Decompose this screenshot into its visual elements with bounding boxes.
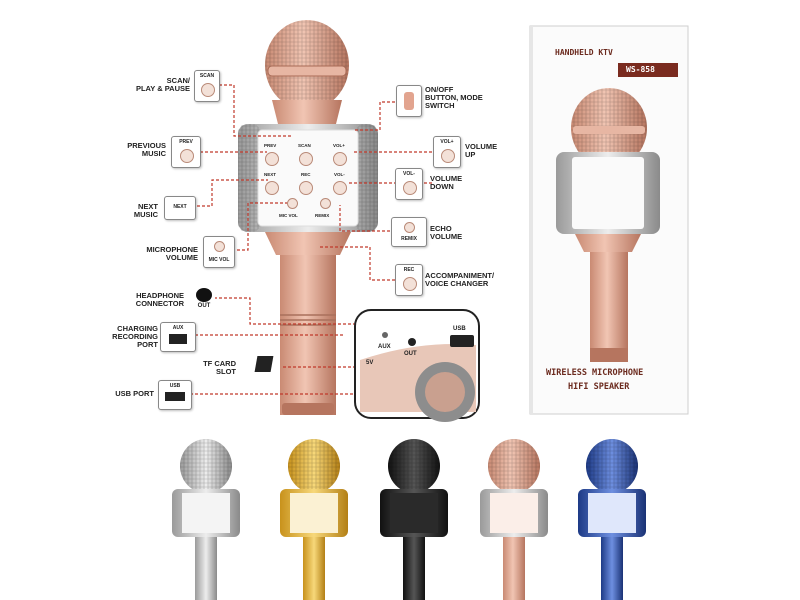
product-box — [529, 25, 689, 415]
voldown-button-icon — [403, 181, 417, 195]
callout-headphone: HEADPHONE CONNECTOR — [135, 291, 184, 308]
panel-remix-knob — [320, 198, 331, 209]
panel-label-volup: VOL+ — [333, 143, 345, 148]
callout-lines — [190, 84, 432, 395]
remix-knob-icon — [404, 222, 415, 233]
headphone-jack-icon — [196, 288, 212, 302]
panel-scan-button — [299, 152, 313, 166]
thumb-rec: REC — [395, 264, 423, 296]
main-microphone — [238, 20, 378, 415]
panel-label-scan: SCAN — [298, 143, 311, 148]
panel-voldown-button — [333, 181, 347, 195]
color-variants — [172, 439, 646, 600]
callout-tfcard: TF CARD SLOT — [203, 359, 236, 376]
callout-scan: SCAN/ PLAY & PAUSE — [135, 76, 190, 93]
rec-button-icon — [403, 277, 417, 291]
thumb-voldown: VOL- — [395, 168, 423, 200]
variant-blue — [578, 439, 646, 600]
variant-black — [380, 439, 448, 600]
inset-label-aux: AUX — [378, 344, 391, 350]
inset-label-out: OUT — [404, 351, 417, 357]
volup-button-icon — [441, 149, 455, 163]
thumb-scan: SCAN — [194, 70, 220, 102]
panel-micvol-knob — [287, 198, 298, 209]
box-line2: HIFI SPEAKER — [568, 382, 630, 392]
thumb-usb: USB — [158, 380, 192, 410]
callout-charging: CHARGING RECORDING PORT — [112, 324, 158, 349]
callout-next: NEXT MUSIC — [133, 202, 158, 219]
box-line1: WIRELESS MICROPHONE — [546, 368, 644, 378]
box-brand: HANDHELD KTV — [555, 48, 613, 57]
callout-echo: ECHO VOLUME — [430, 224, 463, 241]
prev-button-icon — [180, 149, 194, 163]
panel-label-prev: PREV — [264, 143, 277, 148]
thumb-prev: PREV — [171, 136, 201, 168]
thumb-tfcard — [250, 352, 280, 378]
variant-rose-gold — [480, 439, 548, 600]
scan-button-icon — [201, 83, 215, 97]
panel-label-rec: REC — [301, 172, 311, 177]
thumb-next: NEXT — [164, 196, 196, 220]
thumb-volup: VOL+ — [433, 136, 461, 168]
callout-usbport: USB PORT — [115, 389, 154, 398]
power-switch-icon — [404, 92, 414, 110]
panel-label-remix: REMIX — [315, 213, 330, 218]
thumb-charging: AUX — [160, 322, 196, 352]
inset-label-usb: USB — [453, 326, 466, 332]
inset-label-5v: 5V — [366, 360, 374, 366]
panel-next-button — [265, 181, 279, 195]
callout-volup: VOLUME UP — [465, 142, 498, 159]
port-inset — [354, 309, 480, 422]
panel-volup-button — [333, 152, 347, 166]
callout-micvol: MICROPHONE VOLUME — [146, 245, 198, 262]
tf-card-icon — [254, 356, 274, 372]
panel-prev-button — [265, 152, 279, 166]
panel-rec-button — [299, 181, 313, 195]
thumb-onoff — [396, 85, 422, 117]
usb-port-icon — [165, 392, 185, 401]
thumb-remix: REMIX — [391, 217, 427, 247]
callout-prev: PREVIOUS MUSIC — [127, 141, 166, 158]
panel-label-next: NEXT — [264, 172, 277, 177]
variant-silver — [172, 439, 240, 600]
panel-label-micvol: MIC VOL — [279, 213, 298, 218]
box-model: WS-858 — [626, 65, 655, 74]
callout-voldown: VOLUME DOWN — [430, 174, 463, 191]
callout-accomp: ACCOMPANIMENT/ VOICE CHANGER — [425, 271, 495, 288]
micvol-knob-icon — [214, 241, 225, 252]
variant-gold — [280, 439, 348, 600]
panel-label-voldown: VOL- — [334, 172, 345, 177]
thumb-micvol: MIC VOL — [203, 236, 235, 268]
callout-onoff: ON/OFF BUTTON, MODE SWITCH — [425, 85, 483, 110]
thumb-headphone: OUT — [193, 286, 215, 314]
aux-port-icon — [169, 334, 187, 344]
